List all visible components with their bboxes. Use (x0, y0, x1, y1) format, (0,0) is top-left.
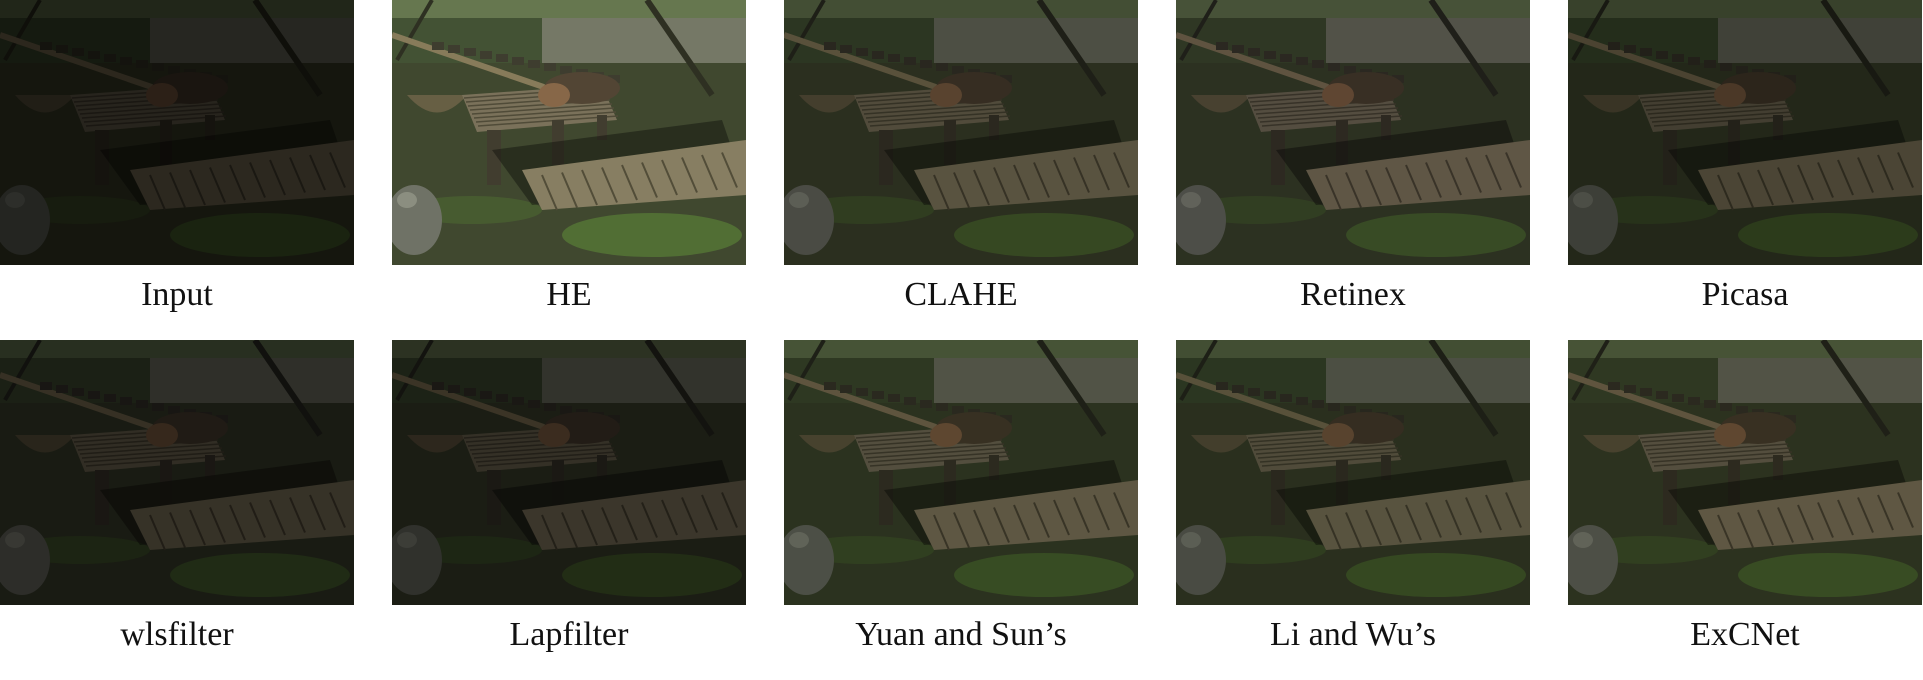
figure-row-bottom: wlsfilter Lapfilter Yuan and Sun’s Li an… (0, 340, 1923, 680)
panel-excnet: ExCNet (1568, 340, 1922, 680)
panel-caption: Picasa (1701, 276, 1789, 313)
scene-image (0, 340, 354, 605)
panel-picasa: Picasa (1568, 0, 1922, 340)
panel-photo (1176, 0, 1530, 265)
scene-image (0, 0, 354, 265)
panel-photo (1568, 0, 1922, 265)
panel-photo (0, 340, 354, 605)
panel-caption: Input (141, 276, 213, 313)
scene-image (392, 0, 746, 265)
panel-photo (392, 0, 746, 265)
figure-row-top: Input HE CLAHE Retinex Picasa (0, 0, 1922, 340)
panel-clahe: CLAHE (784, 0, 1138, 340)
panel-caption: wlsfilter (120, 616, 234, 653)
panel-caption: Retinex (1300, 276, 1406, 313)
panel-input: Input (0, 0, 354, 340)
scene-image (784, 340, 1138, 605)
panel-he: HE (392, 0, 746, 340)
scene-image (784, 0, 1138, 265)
panel-caption: CLAHE (904, 276, 1018, 313)
panel-photo (1568, 340, 1922, 605)
scene-image (392, 340, 746, 605)
scene-image (1176, 340, 1530, 605)
panel-photo (784, 340, 1138, 605)
panel-photo (0, 0, 354, 265)
scene-image (1568, 0, 1922, 265)
scene-image (1568, 340, 1922, 605)
panel-photo (392, 340, 746, 605)
panel-photo (784, 0, 1138, 265)
panel-retinex: Retinex (1176, 0, 1530, 340)
panel-lapfilter: Lapfilter (392, 340, 746, 680)
panel-caption: HE (546, 276, 592, 313)
panel-caption: ExCNet (1690, 616, 1800, 653)
panel-wlsfilter: wlsfilter (0, 340, 354, 680)
panel-yuan-and-sun: Yuan and Sun’s (784, 340, 1138, 680)
panel-caption: Li and Wu’s (1269, 616, 1437, 653)
scene-image (1176, 0, 1530, 265)
panel-caption: Yuan and Sun’s (855, 616, 1067, 653)
panel-li-and-wu: Li and Wu’s (1176, 340, 1530, 680)
panel-photo (1176, 340, 1530, 605)
panel-caption: Lapfilter (509, 616, 629, 653)
